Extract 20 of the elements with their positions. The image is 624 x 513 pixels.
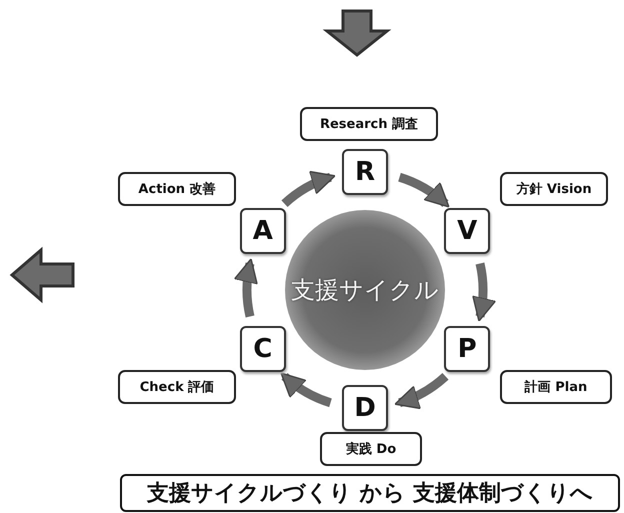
letter-box: R <box>342 149 388 195</box>
label-box: 方針 Vision <box>500 172 608 206</box>
cycle-arrow <box>280 372 332 408</box>
cycle-arrow <box>470 262 496 322</box>
letter-box: P <box>444 326 490 372</box>
cycle-arrow <box>394 372 448 408</box>
label-box: Check 評価 <box>118 370 236 404</box>
banner-box: 支援サイクルづくり から 支援体制づくりへ <box>120 474 620 512</box>
cycle-arrow <box>234 258 260 318</box>
letter-box: V <box>444 208 490 254</box>
label-box: Action 改善 <box>118 172 236 206</box>
cycle-arrow <box>282 172 336 208</box>
letter-box: D <box>342 385 388 431</box>
letter-box: C <box>240 326 286 372</box>
label-box: 実践 Do <box>320 432 422 466</box>
label-box: Research 調査 <box>300 107 438 141</box>
cycle-arrow <box>398 172 450 208</box>
label-box: 計画 Plan <box>500 370 612 404</box>
letter-box: A <box>240 208 286 254</box>
center-circle: 支援サイクル <box>285 210 445 370</box>
